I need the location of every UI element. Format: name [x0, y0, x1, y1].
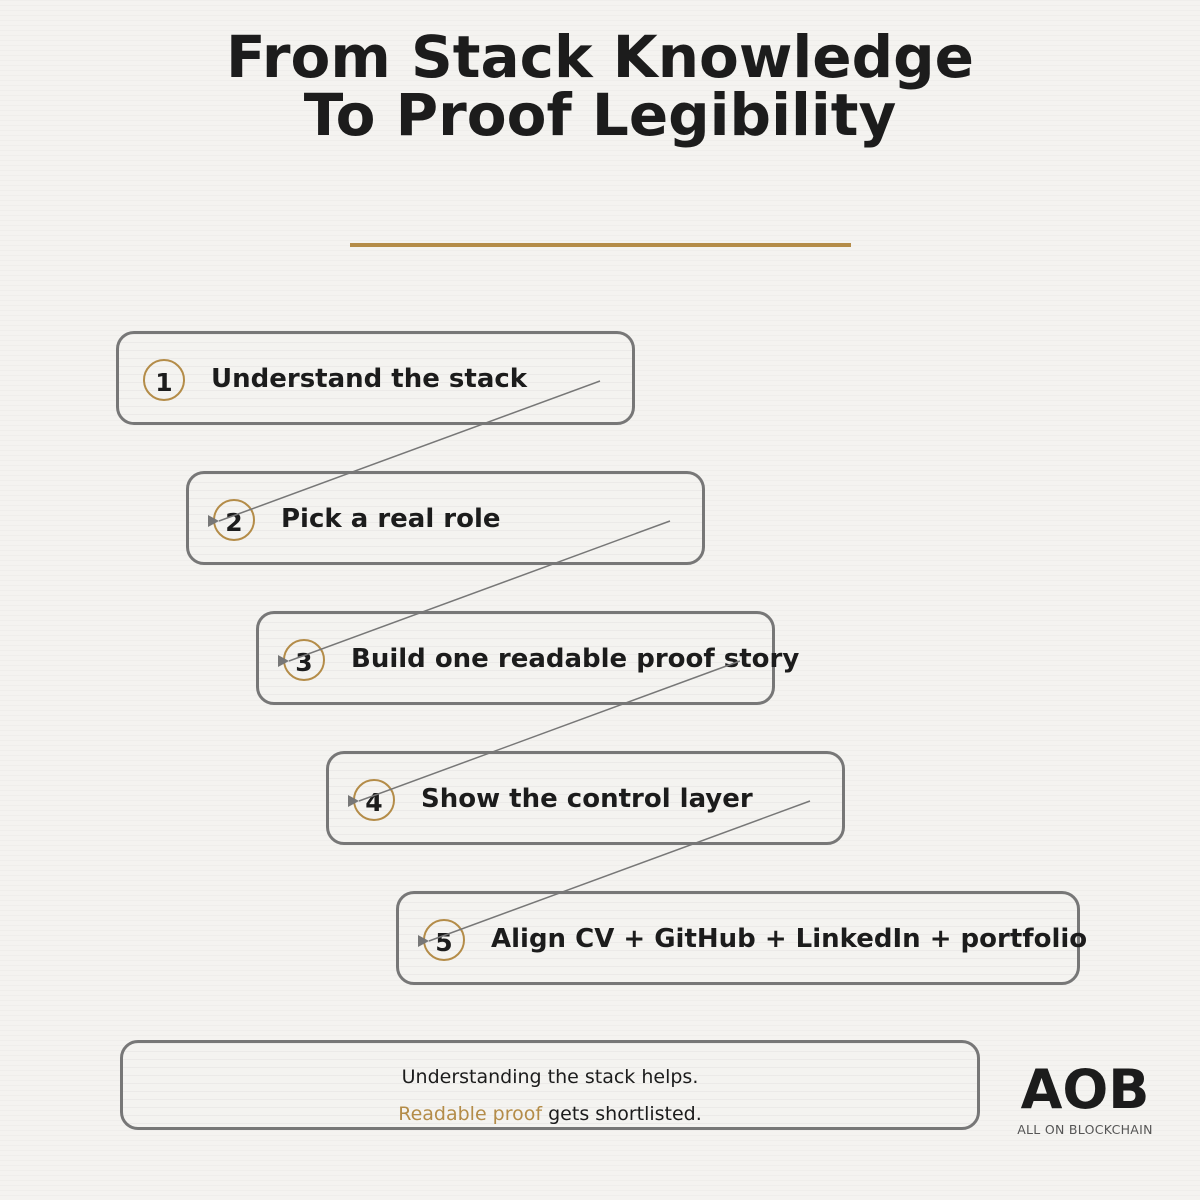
step-label: Show the control layer [421, 784, 753, 814]
summary-line-1: Understanding the stack helps. [401, 1066, 699, 1088]
step-number-badge: 1 [143, 359, 185, 401]
step-card-4: 4 Show the control layer [326, 751, 845, 845]
title-line-2: To Proof Legibility [303, 81, 897, 149]
step-number-badge: 3 [283, 639, 325, 681]
brand-logo: AOB ALL ON BLOCKCHAIN [1010, 1060, 1160, 1138]
step-card-3: 3 Build one readable proof story [256, 611, 799, 705]
logo-mark: AOB [1020, 1058, 1150, 1121]
step-label: Pick a real role [281, 504, 501, 534]
logo-tagline: ALL ON BLOCKCHAIN [1017, 1122, 1153, 1137]
summary-rest: gets shortlisted. [542, 1103, 702, 1125]
step-card-5: 5 Align CV + GitHub + LinkedIn + portfol… [396, 891, 1087, 985]
step-label: Understand the stack [211, 364, 528, 394]
step-card-2: 2 Pick a real role [186, 471, 705, 565]
step-label: Build one readable proof story [351, 644, 800, 674]
summary-highlight: Readable proof [398, 1103, 543, 1125]
step-card-1: 1 Understand the stack [116, 331, 635, 425]
summary-line-2: Readable proof gets shortlisted. [123, 1102, 977, 1126]
title-line-1: From Stack Knowledge [225, 23, 975, 91]
step-number-badge: 2 [213, 499, 255, 541]
summary-box: Understanding the stack helps. Readable … [120, 1040, 980, 1130]
step-number-badge: 5 [423, 919, 465, 961]
title-divider [350, 243, 851, 247]
page-title: From Stack Knowledge To Proof Legibility [0, 28, 1200, 144]
step-number-badge: 4 [353, 779, 395, 821]
step-label: Align CV + GitHub + LinkedIn + portfolio [491, 924, 1088, 954]
